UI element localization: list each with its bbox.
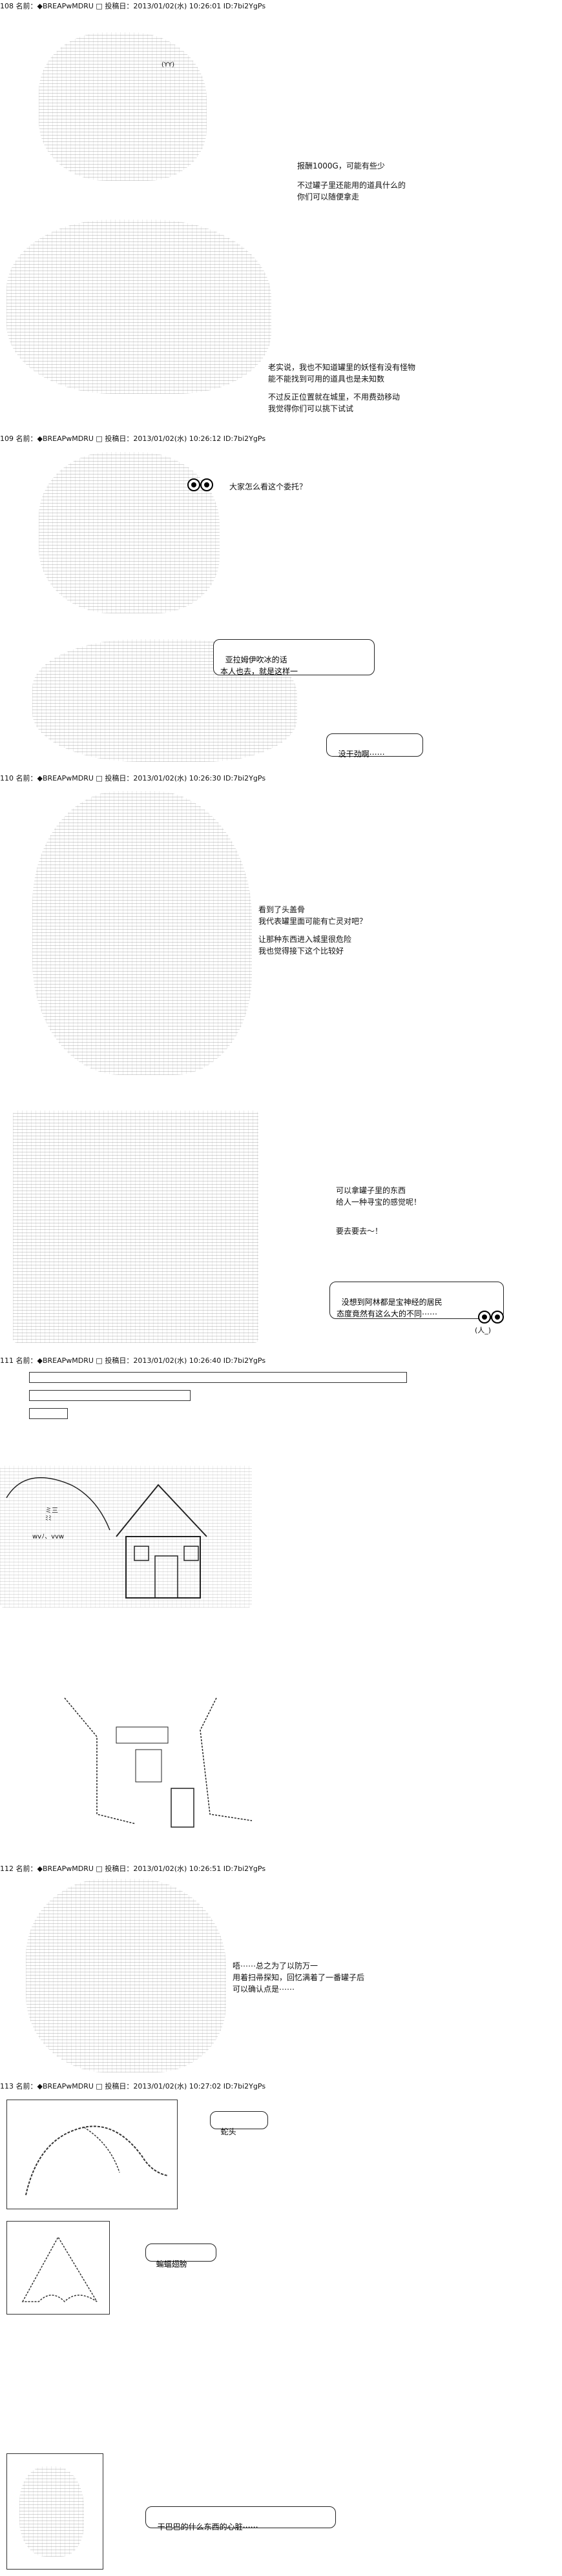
- dialogue-line: 大家怎么看这个委托？: [229, 482, 307, 491]
- house-outline: [6, 1477, 207, 1599]
- speech-bubble: 蝙蝠翅膀: [145, 2244, 216, 2269]
- ascii-art-label: (人_): [475, 1326, 492, 1334]
- post-header-111: 111 名前：◆BREAPwMDRU □ 投稿日：2013/01/02(水) 1…: [0, 1356, 266, 1365]
- post-header-108: 108 名前：◆BREAPwMDRU □ 投稿日：2013/01/02(水) 1…: [0, 2, 266, 10]
- item-frame-heart: [6, 2453, 103, 2570]
- poster-name[interactable]: ◆BREAPwMDRU: [37, 2, 94, 10]
- ascii-art-creature: [39, 452, 220, 613]
- eye-icon: [478, 1311, 491, 1324]
- ascii-art-character-pointing: [6, 220, 271, 394]
- poster-id[interactable]: ID:7bi2YgPs: [223, 774, 266, 782]
- dialogue-line: 给人一种寻宝的感觉呢！: [336, 1198, 422, 1207]
- dialogue-line: 用着扫帚探知，回忆满着了一番罐子后: [233, 1973, 365, 1982]
- item-frame-snake-head: [6, 2100, 178, 2209]
- post-number[interactable]: 108: [0, 2, 14, 10]
- post-header-110: 110 名前：◆BREAPwMDRU □ 投稿日：2013/01/02(水) 1…: [0, 774, 266, 782]
- poster-name[interactable]: ◆BREAPwMDRU: [37, 434, 94, 443]
- post-date: 2013/01/02(水) 10:26:01: [133, 2, 222, 10]
- dialogue-line: 唔⋯⋯总之为了以防万一: [233, 1961, 318, 1970]
- dialogue-line: 让那种东西进入城里很危险: [258, 935, 352, 944]
- poster-id[interactable]: ID:7bi2YgPs: [223, 1356, 266, 1365]
- dialogue-line: 要去要去～！: [336, 1227, 383, 1236]
- ascii-art-building: [13, 1110, 258, 1343]
- post-header-113: 113 名前：◆BREAPwMDRU □ 投稿日：2013/01/02(水) 1…: [0, 2082, 266, 2090]
- mail-icon: □: [96, 2082, 103, 2090]
- ascii-art-character-broom: [26, 1879, 226, 2072]
- poster-id[interactable]: ID:7bi2YgPs: [223, 2, 266, 10]
- eye-icon: [187, 478, 200, 491]
- dialogue-line: 我代表罐里面可能有亡灵对吧？: [258, 917, 368, 926]
- speech-bubble: 蛇头: [210, 2111, 268, 2136]
- post-number[interactable]: 110: [0, 774, 14, 782]
- ascii-art-interior-door: [64, 1697, 253, 1828]
- ascii-art-character-thinking: [39, 32, 207, 181]
- post-header-112: 112 名前：◆BREAPwMDRU □ 投稿日：2013/01/02(水) 1…: [0, 1865, 266, 1873]
- speech-bubble: 亚拉姆伊吹冰的话 本人也去，就是这样一: [213, 639, 375, 676]
- dialogue-line: 报酬1000G，可能有些少: [297, 161, 385, 170]
- mail-icon: □: [96, 1356, 103, 1365]
- mail-icon: □: [96, 2, 103, 10]
- poster-name[interactable]: ◆BREAPwMDRU: [37, 1356, 94, 1365]
- dialogue-line: 你们可以随便拿走: [297, 192, 360, 201]
- dialogue-line: 看到了头盖骨: [258, 905, 306, 914]
- ascii-art-label: wvﾉ、vvw: [32, 1533, 65, 1540]
- dialogue-line: 我觉得你们可以挑下试试: [268, 404, 354, 413]
- post-date: 2013/01/02(水) 10:26:30: [133, 774, 222, 782]
- narration-bar: [29, 1390, 191, 1401]
- speech-bubble: 没想到阿林都是宝神经的居民 态度竟然有这么大的不同⋯⋯: [329, 1282, 504, 1319]
- post-number[interactable]: 113: [0, 2082, 14, 2090]
- post-date: 2013/01/02(水) 10:27:02: [133, 2082, 222, 2090]
- post-date: 2013/01/02(水) 10:26:40: [133, 1356, 222, 1365]
- dialogue-line: 不过反正位置就在城里，不用费劲移动: [268, 393, 401, 402]
- mail-icon: □: [96, 1865, 103, 1873]
- eye-icon: [491, 1311, 504, 1324]
- dialogue-line: 我也觉得接下这个比较好: [258, 946, 344, 956]
- post-number[interactable]: 109: [0, 434, 14, 443]
- narration-bar: [29, 1372, 407, 1383]
- ascii-art-label: ミ三 ﾐﾐ: [45, 1508, 58, 1522]
- narration-bar: [29, 1408, 68, 1419]
- eye-icon: [200, 478, 213, 491]
- ascii-art-party: [32, 791, 252, 1075]
- post-number[interactable]: 112: [0, 1865, 14, 1873]
- speech-bubble: 没干劲啊⋯⋯: [326, 733, 423, 759]
- mail-icon: □: [96, 774, 103, 782]
- post-date: 2013/01/02(水) 10:26:51: [133, 1865, 222, 1873]
- poster-name[interactable]: ◆BREAPwMDRU: [37, 2082, 94, 2090]
- bat-wing-art: [21, 2236, 98, 2303]
- dialogue-line: 可以拿罐子里的东西: [336, 1186, 406, 1195]
- dialogue-line: 能不能找到可用的道具也是未知数: [268, 374, 385, 383]
- poster-name[interactable]: ◆BREAPwMDRU: [37, 1865, 94, 1873]
- dialogue-line: 可以确认点是⋯⋯: [233, 1985, 295, 1994]
- speech-bubble: 干巴巴的什么东西的心脏⋯⋯: [145, 2506, 336, 2531]
- ascii-art-label: (YY): [161, 61, 175, 68]
- poster-id[interactable]: ID:7bi2YgPs: [223, 434, 266, 443]
- dialogue-line: 不过罐子里还能用的道具什么的: [297, 181, 406, 190]
- poster-name[interactable]: ◆BREAPwMDRU: [37, 774, 94, 782]
- post-header-109: 109 名前：◆BREAPwMDRU □ 投稿日：2013/01/02(水) 1…: [0, 434, 266, 443]
- post-number[interactable]: 111: [0, 1356, 14, 1365]
- snake-head-art: [25, 2125, 169, 2196]
- poster-id[interactable]: ID:7bi2YgPs: [223, 1865, 266, 1873]
- dried-heart-art: [19, 2466, 84, 2557]
- dialogue-line: 老实说，我也不知道罐里的妖怪有没有怪物: [268, 363, 416, 372]
- post-date: 2013/01/02(水) 10:26:12: [133, 434, 222, 443]
- mail-icon: □: [96, 434, 103, 443]
- poster-id[interactable]: ID:7bi2YgPs: [223, 2082, 266, 2090]
- item-frame-bat-wing: [6, 2221, 110, 2315]
